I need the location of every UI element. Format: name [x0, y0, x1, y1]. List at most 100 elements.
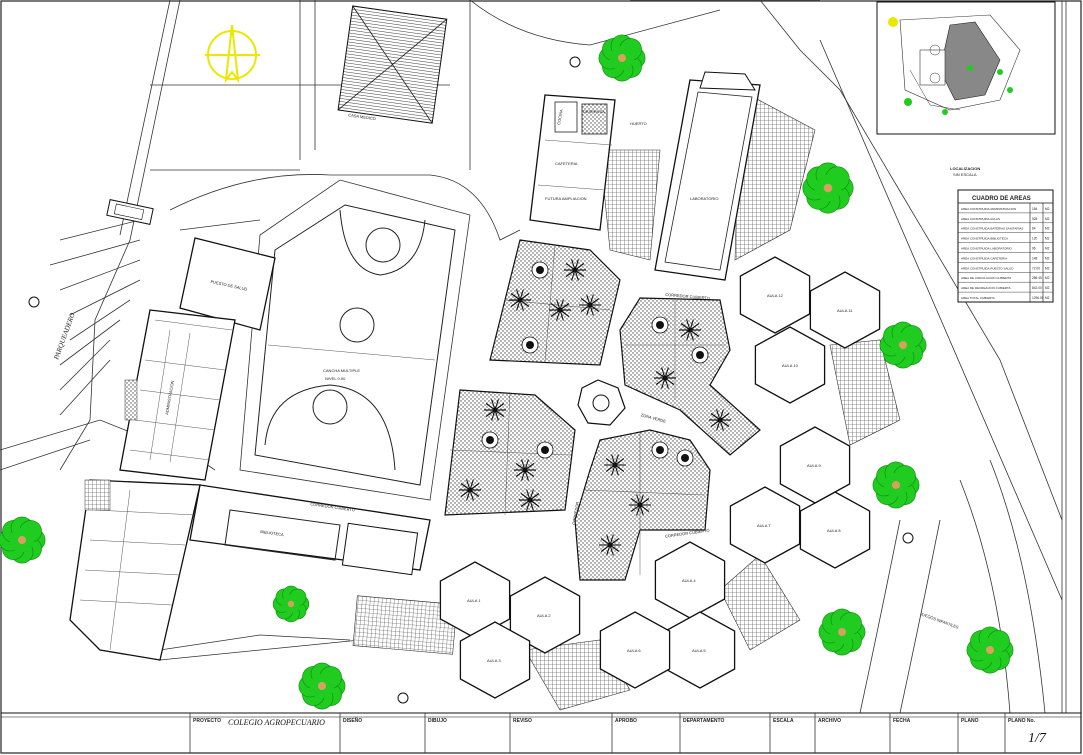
- tb-field-label: ESCALA: [773, 718, 794, 724]
- area-row-value: 96: [1032, 247, 1036, 251]
- area-row-value: 286.45: [1032, 276, 1042, 280]
- lower-left-wing: [69, 479, 201, 661]
- classroom-label: AULA 4: [682, 578, 696, 583]
- shrub-icon: [531, 261, 549, 279]
- classroom-hexagon: [729, 486, 801, 564]
- area-row-value: 120: [1032, 237, 1038, 241]
- tree-icon: [0, 516, 46, 564]
- tree-icon: [802, 162, 854, 214]
- tree-icon: [879, 321, 927, 369]
- classroom-hexagon: [509, 576, 581, 654]
- north-arrow-icon: [205, 24, 260, 84]
- tb-sheet-label: PLANO No.: [1008, 718, 1036, 724]
- pantry-label: DESPENSA: [583, 109, 605, 114]
- location-subtitle: SIN ESCALA: [953, 172, 977, 177]
- area-row-label: AREA CONSTRUIDA AULAS: [961, 217, 1000, 221]
- area-row-label: AREA CONSTRUIDA PUESTO SALUD: [961, 266, 1014, 270]
- area-row-value: 842.00: [1032, 286, 1042, 290]
- shrub-icon: [604, 454, 626, 476]
- tree-icon: [298, 662, 346, 710]
- area-row-label: AREA DE RECREACION CUBIERTA: [961, 286, 1011, 290]
- area-row-label: AREA TOTAL CUBIERTA: [961, 296, 995, 300]
- area-row-value: 184: [1032, 207, 1038, 211]
- area-row-label: AREA CONSTRUIDA ADMINISTRACION: [961, 207, 1016, 211]
- patio-garden-c: [444, 389, 576, 516]
- shrub-icon: [564, 259, 586, 281]
- tree-icon: [872, 461, 920, 509]
- corridor-vert: CORREDOR: [571, 501, 580, 525]
- tree-icon: [598, 34, 646, 82]
- tb-field-label: DISEÑO: [343, 717, 362, 724]
- tree-icon: [818, 608, 866, 656]
- grid-markers: [28, 56, 914, 704]
- shrub-icon: [514, 459, 536, 481]
- area-row-unit: M2: [1045, 237, 1050, 241]
- health-post: [179, 237, 276, 331]
- shrub-icon: [691, 346, 709, 364]
- area-row-label: AREA CONSTRUIDA LABORATORIO: [961, 247, 1012, 251]
- corridor-mid: CORREDOR CUBIERTO: [665, 292, 710, 301]
- future-label: FUTURA AMPLIACION: [545, 196, 587, 201]
- playground-label: JUEGOS INFANTILES: [920, 611, 960, 630]
- tree-symbols: [0, 34, 1014, 710]
- garden-label: HUERTO: [630, 121, 647, 126]
- shrub-icon: [549, 299, 571, 321]
- shrub-icon: [651, 316, 669, 334]
- shrub-icon: [519, 489, 541, 511]
- area-row-value: 148: [1032, 256, 1038, 260]
- shrub-icon: [709, 409, 731, 431]
- central-kiosk: [577, 379, 626, 426]
- tb-project-label: PROYECTO: [193, 718, 221, 724]
- classroom-label: AULA 5: [692, 648, 706, 653]
- court-level: NIVEL 0.00: [325, 376, 346, 381]
- classroom-label: AULA 7: [757, 523, 771, 528]
- grid-patio-c: [719, 554, 801, 651]
- tree-icon: [966, 626, 1014, 674]
- area-row-value: 64: [1032, 227, 1036, 231]
- kitchen-label: COCINA: [556, 109, 564, 126]
- shrub-icon: [654, 367, 676, 389]
- classroom-label: AULA 12: [767, 293, 784, 298]
- laboratory-block: [654, 71, 761, 281]
- court-label: CANCHA MULTIPLE: [323, 368, 360, 373]
- shrub-icon: [629, 494, 651, 516]
- doctor-house: [337, 5, 448, 124]
- shrub-icon: [509, 289, 531, 311]
- tb-field-label: ARCHIVO: [818, 718, 841, 724]
- classroom-label: AULA 6: [627, 648, 641, 653]
- classroom-hexagon: [599, 611, 671, 689]
- grid-patio-d: [829, 339, 901, 446]
- area-row-unit: M2: [1045, 227, 1050, 231]
- tree-icon: [272, 585, 310, 623]
- area-row-unit: M2: [1045, 276, 1050, 280]
- shrub-icon: [481, 431, 499, 449]
- shrub-icon: [536, 441, 554, 459]
- classroom-hexagon: [739, 256, 811, 334]
- area-table-title: CUADRO DE AREAS: [972, 196, 1031, 202]
- area-row-value: 1296.00: [1032, 296, 1044, 300]
- grid-patio-a: [352, 595, 458, 655]
- corridor-low: CORREDOR CUBIERTO: [665, 528, 710, 539]
- area-row-value: 528: [1032, 217, 1038, 221]
- shrub-icon: [651, 441, 669, 459]
- tb-field-label: FECHA: [893, 718, 911, 724]
- area-row-unit: M2: [1045, 286, 1050, 290]
- area-table: [957, 189, 1054, 303]
- sports-court: [239, 179, 471, 501]
- tb-sheet-value: 1/7: [1028, 731, 1047, 746]
- library-label: BIBLIOTECA: [260, 529, 284, 537]
- area-row-unit: M2: [1045, 207, 1050, 211]
- shrub-icon: [521, 336, 539, 354]
- location-map: [876, 1, 1056, 135]
- shrub-icon: [459, 479, 481, 501]
- shrub-icon: [676, 449, 694, 467]
- classroom-label: AULA 10: [782, 363, 799, 368]
- tb-field-label: APROBO: [615, 718, 637, 724]
- shrub-symbols: [459, 259, 731, 556]
- tb-field-label: PLANO: [961, 718, 979, 724]
- classroom-label: AULA 8: [827, 528, 841, 533]
- cafeteria-block: [529, 94, 616, 231]
- area-row-unit: M2: [1045, 217, 1050, 221]
- area-row-unit: M2: [1045, 247, 1050, 251]
- classroom-label: AULA 9: [807, 463, 821, 468]
